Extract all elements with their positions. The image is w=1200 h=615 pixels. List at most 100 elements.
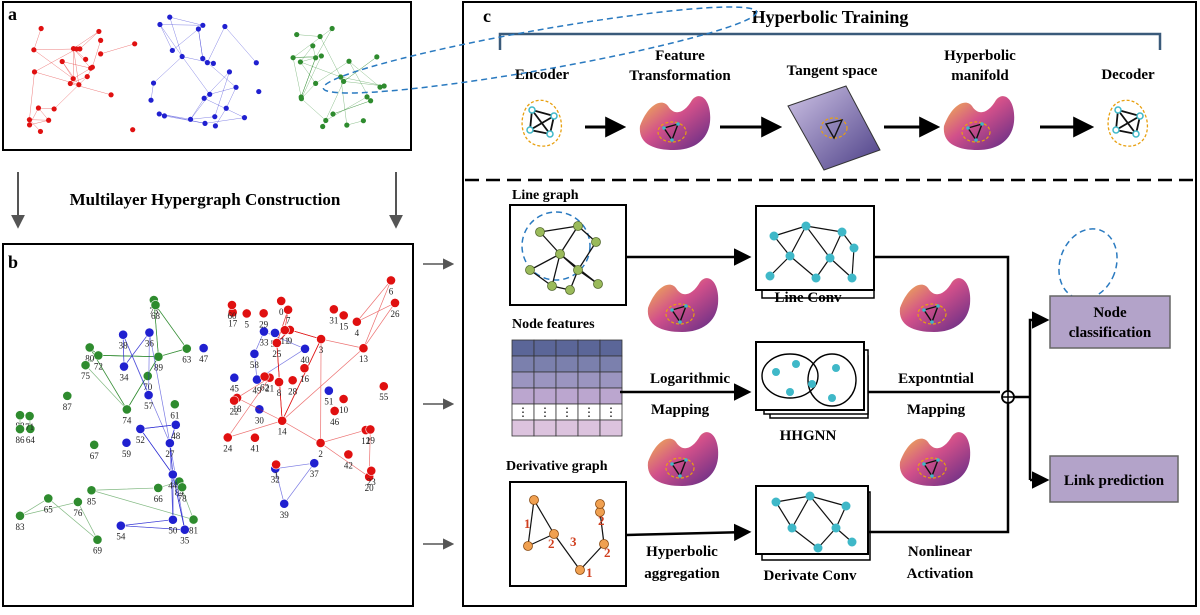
panel-a-node xyxy=(368,98,373,103)
feature-cell xyxy=(556,372,578,388)
hyperbolic-manifold-line1: Hyperbolic xyxy=(944,48,1016,64)
panel-b-node xyxy=(15,411,24,420)
panel-b-node-label: 44 xyxy=(168,480,178,490)
panel-b-node-label: 72 xyxy=(94,361,103,371)
panel-b-node-label: 7 xyxy=(286,316,291,326)
panel-a-node xyxy=(188,117,193,122)
feature-cell xyxy=(600,340,622,356)
panel-b-node-label: 65 xyxy=(44,504,54,514)
panel-a-node xyxy=(254,60,259,65)
panel-b-node-label: 23 xyxy=(367,477,377,487)
panel-b-node-label: 57 xyxy=(144,401,154,411)
panel-b-node xyxy=(330,406,339,415)
line-conv-node xyxy=(812,274,821,283)
panel-b-node xyxy=(230,373,239,382)
panel-b-node-label: 46 xyxy=(330,417,340,427)
panel-a-node xyxy=(310,43,315,48)
feature-cell xyxy=(578,420,600,436)
node-features-label: Node features xyxy=(512,317,595,332)
panel-b-node xyxy=(170,400,179,409)
panel-b-node-label: 54 xyxy=(116,532,126,542)
feature-cell xyxy=(512,356,534,372)
line-graph-node xyxy=(548,282,557,291)
panel-b-node-label: 27 xyxy=(165,449,175,459)
derivative-edge-label: 2 xyxy=(604,545,611,560)
derivative-node xyxy=(576,566,585,575)
panel-b-node xyxy=(288,376,297,385)
panel-b-node xyxy=(94,351,103,360)
panel-a-node xyxy=(90,65,95,70)
panel-a-node xyxy=(167,14,172,19)
panel-a-node xyxy=(205,60,210,65)
panel-b-node xyxy=(180,525,189,534)
panel-b-node-label: 85 xyxy=(87,496,97,506)
nonlinear-activation-line2: Activation xyxy=(907,566,974,582)
derivative-edge-label: 2 xyxy=(598,513,605,528)
panel-b-node xyxy=(274,377,283,386)
feature-cell xyxy=(600,372,622,388)
line-conv-node xyxy=(766,272,775,281)
panel-b-node-label: 33 xyxy=(259,338,269,348)
panel-a-node xyxy=(162,113,167,118)
panel-b-node xyxy=(280,499,289,508)
panel-b-node xyxy=(359,344,368,353)
panel-a-node xyxy=(256,89,261,94)
panel-a-node xyxy=(108,92,113,97)
log-mapping-line1: Logarithmic xyxy=(650,371,730,387)
panel-a-node xyxy=(130,127,135,132)
panel-b-node xyxy=(329,305,338,314)
line-graph-node xyxy=(556,250,565,259)
derivative-edge-label: 2 xyxy=(548,536,555,551)
hyperbolic-aggregation-line2: aggregation xyxy=(644,566,720,582)
panel-a-node xyxy=(96,29,101,34)
feature-ellipsis: ⋮ xyxy=(539,405,551,419)
feature-cell xyxy=(512,372,534,388)
panel-b-node-label: 48 xyxy=(171,431,181,441)
panel-a-node xyxy=(364,94,369,99)
panel-b-node xyxy=(367,466,376,475)
panel-b-node xyxy=(339,394,348,403)
panel-b-node-label: 51 xyxy=(324,397,333,407)
panel-b-node-label: 24 xyxy=(223,443,233,453)
panel-b-node xyxy=(379,382,388,391)
panel-a-node xyxy=(98,51,103,56)
panel-b-node xyxy=(119,362,128,371)
feature-cell xyxy=(578,372,600,388)
feature-cell xyxy=(534,420,556,436)
panel-a-node xyxy=(233,85,238,90)
panel-b-node xyxy=(280,326,289,335)
panel-b-node xyxy=(154,483,163,492)
panel-b-node xyxy=(143,371,152,380)
panel-a-node xyxy=(202,96,207,101)
panel-a-node xyxy=(317,34,322,39)
panel-b-node-label: 36 xyxy=(145,339,155,349)
derivate-conv-node xyxy=(772,498,781,507)
panel-b-node-label: 38 xyxy=(119,341,129,351)
panel-b-node-label: 69 xyxy=(93,546,103,556)
panel-b-node-label: 1 xyxy=(274,471,279,481)
panel-a-node xyxy=(212,114,217,119)
panel-b-node-label: 42 xyxy=(344,460,353,470)
derivative-graph-box xyxy=(510,482,626,586)
panel-b-node-label: 19 xyxy=(366,435,376,445)
panel-b-node xyxy=(168,515,177,524)
feature-cell xyxy=(534,388,556,404)
exp-mapping-line1: Expontntial xyxy=(898,371,974,387)
panel-b-node xyxy=(90,440,99,449)
panel-b-node-label: 68 xyxy=(151,311,161,321)
panel-b-frame xyxy=(3,244,413,606)
feature-cell xyxy=(600,356,622,372)
panel-a-node xyxy=(319,53,324,58)
panel-b-node-label: 16 xyxy=(300,374,310,384)
derivate-conv-node xyxy=(814,544,823,553)
tangent-space-label: Tangent space xyxy=(787,63,878,79)
feature-cell xyxy=(512,420,534,436)
panel-b-node-label: 40 xyxy=(301,355,311,365)
panel-b-node xyxy=(278,416,287,425)
panel-a-node xyxy=(71,76,76,81)
panel-b-node-label: 37 xyxy=(310,469,320,479)
panel-b-node xyxy=(122,405,131,414)
panel-a-node xyxy=(200,23,205,28)
panel-b-node-label: 6 xyxy=(389,286,394,296)
panel-b-node xyxy=(25,411,34,420)
